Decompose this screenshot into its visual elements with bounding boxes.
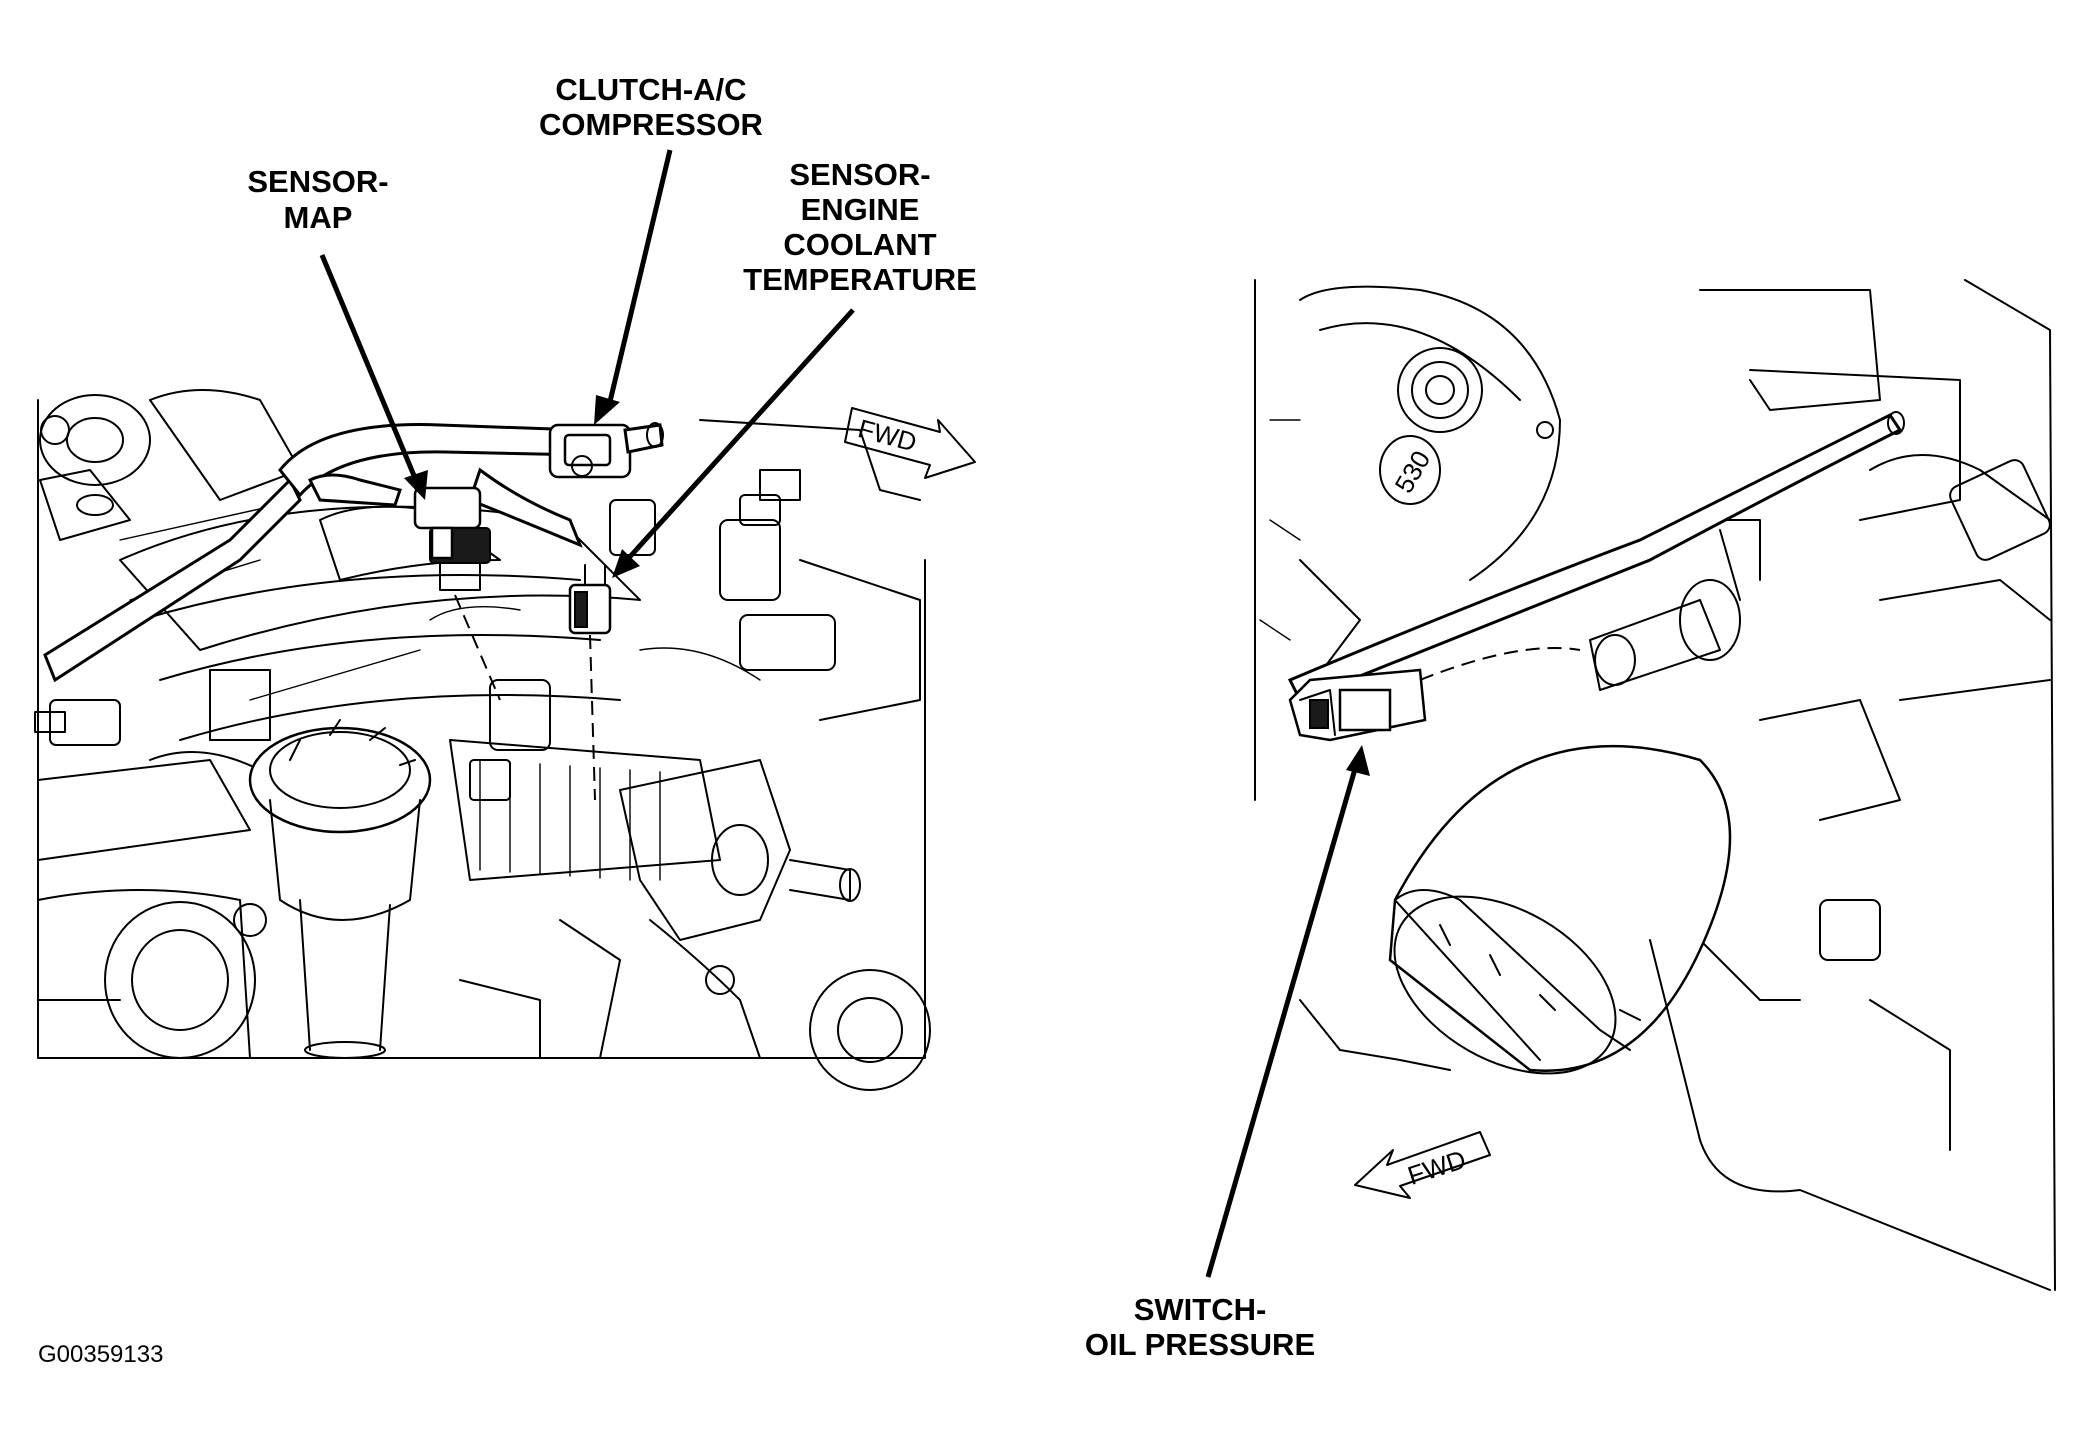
fwd-direction-arrow-right-view: FWD [1354, 1131, 1491, 1199]
svg-text:COOLANT: COOLANT [783, 227, 936, 262]
figure-id: G00359133 [38, 1341, 163, 1368]
svg-text:TEMPERATURE: TEMPERATURE [743, 262, 977, 297]
svg-text:SENSOR-: SENSOR- [789, 157, 930, 192]
svg-text:MAP: MAP [284, 200, 353, 235]
svg-text:SWITCH-: SWITCH- [1134, 1292, 1267, 1327]
engine-top-view [34, 389, 931, 1091]
svg-text:SENSOR-: SENSOR- [247, 164, 388, 199]
callout-switch-oil-pressure: SWITCH- OIL PRESSURE [1085, 1292, 1315, 1362]
leader-lines [319, 149, 1370, 1278]
callout-sensor-map: SENSOR- MAP [247, 164, 388, 235]
engine-lower-view: 530 [1254, 279, 2056, 1291]
callout-sensor-engine-coolant-temperature: SENSOR- ENGINE COOLANT TEMPERATURE [743, 157, 977, 297]
callout-clutch-ac-compressor: CLUTCH-A/C COMPRESSOR [539, 72, 763, 142]
svg-text:OIL PRESSURE: OIL PRESSURE [1085, 1327, 1315, 1362]
svg-text:ENGINE: ENGINE [801, 192, 920, 227]
fwd-label: FWD [1404, 1144, 1470, 1191]
svg-text:COMPRESSOR: COMPRESSOR [539, 107, 763, 142]
fwd-direction-arrow-left-view: FWD [844, 407, 976, 479]
fwd-label: FWD [855, 413, 920, 457]
svg-text:CLUTCH-A/C: CLUTCH-A/C [555, 72, 746, 107]
engine-part-marking: 530 [1389, 445, 1437, 498]
